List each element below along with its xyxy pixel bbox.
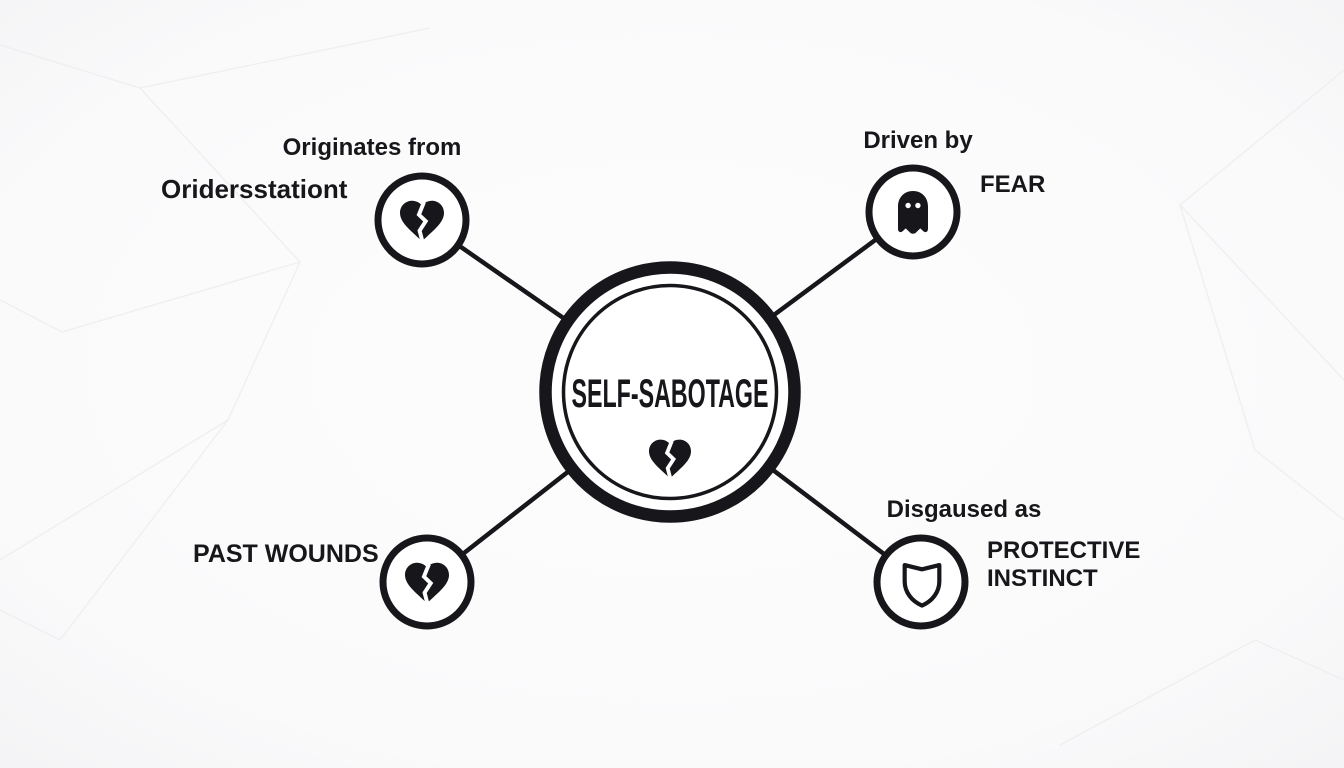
node-label: PAST WOUNDS	[193, 540, 379, 568]
node-label-line-2: INSTINCT	[987, 565, 1098, 592]
center-outer-ring	[539, 261, 801, 523]
node-annotation: Disgaused as	[887, 496, 1042, 523]
node-label-line-1: PROTECTIVE	[987, 537, 1140, 564]
center-title: SELF-SABOTAGE	[572, 372, 769, 416]
node-driven-by: Driven by FEAR	[863, 127, 1045, 260]
node-originates-from: Originates from Oridersstationt	[161, 134, 470, 268]
ghost-icon	[898, 191, 928, 234]
node-disguised-as: Disgaused as PROTECTIVE INSTINCT	[873, 496, 1140, 630]
node-label: Oridersstationt	[161, 174, 348, 204]
center-inner-ring	[561, 283, 779, 501]
node-past-wounds: PAST WOUNDS	[193, 534, 475, 630]
node-label: FEAR	[980, 171, 1045, 198]
background-mesh	[0, 27, 1344, 746]
node-annotation: Originates from	[283, 134, 462, 161]
node-circle	[873, 534, 969, 630]
node-annotation: Driven by	[863, 127, 973, 154]
center-node: SELF-SABOTAGE	[539, 261, 801, 523]
